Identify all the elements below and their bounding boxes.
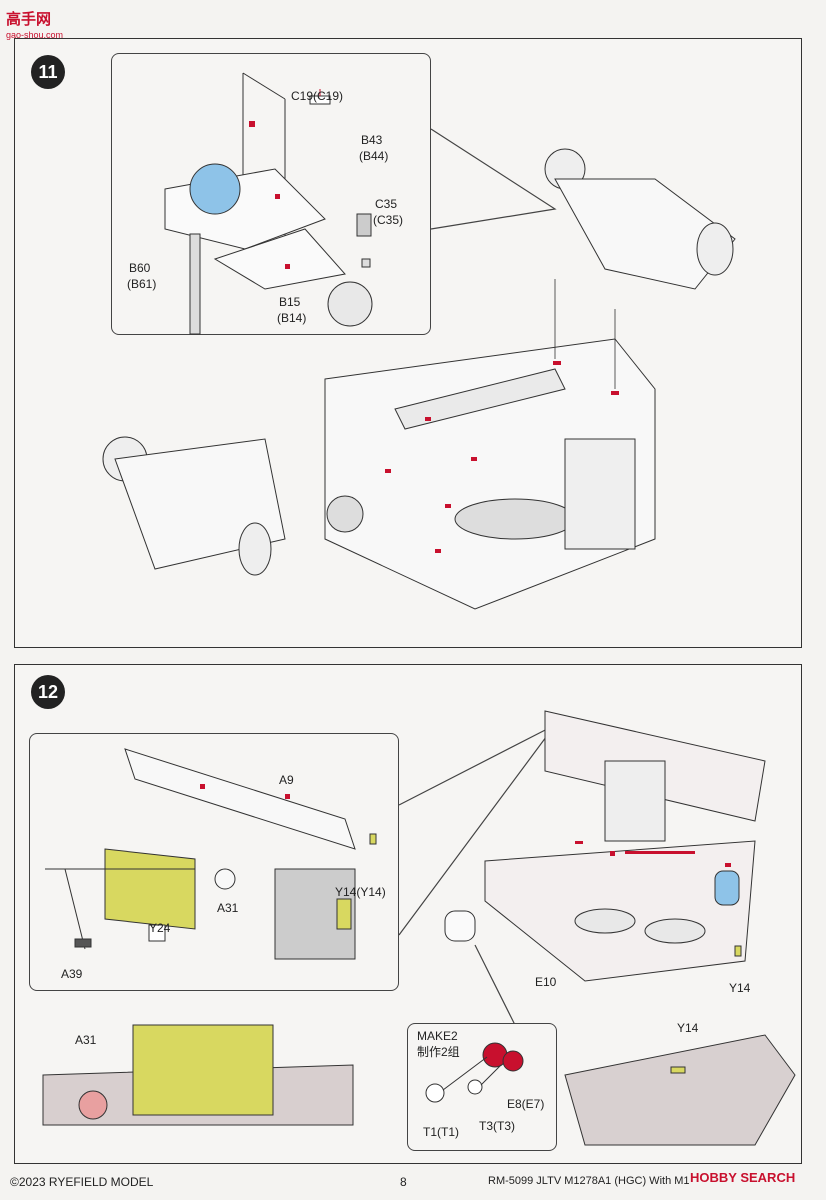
part-label-a31-bumper: A31 [75,1033,97,1047]
part-label-a39: A39 [61,967,83,981]
part-label-c19: C19(C19) [291,89,344,103]
part-label-y14-side: Y14 [729,981,751,995]
copyright-text: ©2023 RYEFIELD MODEL [10,1175,154,1189]
part-label-b14: (B14) [277,311,307,325]
part-label-b43: B43 [361,133,383,147]
part-label-c35-alt: (C35) [373,213,404,227]
make-two-label-cn: 制作2组 [417,1045,460,1059]
fender-drawing [564,1034,796,1146]
rear-body-drawing [444,710,766,982]
callout-pointer [430,128,557,230]
site-url: gao-shou.com [6,30,64,40]
light-assembly-drawing [425,1042,524,1103]
part-label-e8: E8(E7) [507,1097,545,1111]
front-bumper-drawing [42,1024,354,1126]
part-label-b60: B60 [129,261,151,275]
step-11-panel: 11 C19(C19) B43 (B44) C35 (C3 [14,38,802,648]
part-label-y14-pe: Y14(Y14) [335,885,386,899]
step-number: 11 [31,55,65,89]
part-label-t1: T1(T1) [423,1125,459,1139]
page-number: 8 [400,1175,407,1189]
make-two-label: MAKE2 [417,1029,458,1043]
part-label-t3: T3(T3) [479,1119,515,1133]
site-logo: 高手网 [6,11,52,28]
part-label-c35: C35 [375,197,398,211]
grille-guard-drawing [45,748,377,960]
part-label-a9: A9 [279,773,294,787]
hobby-search-watermark: HOBBY SEARCH [690,1170,796,1185]
suspension-detail-drawing [164,72,373,335]
step-12-panel: 12 A9 Y14(Y14) A31 Y24 A39 [14,664,802,1164]
part-label-b61: (B61) [127,277,157,291]
step-number: 12 [31,675,65,709]
part-label-y24: Y24 [149,921,171,935]
part-label-b15: B15 [279,295,301,309]
part-label-a31: A31 [217,901,239,915]
model-title: RM-5099 JLTV M1278A1 (HGC) With M153 CRO… [488,1175,757,1187]
part-label-e10: E10 [535,975,557,989]
part-label-b44: (B44) [359,149,389,163]
part-label-y14-fender: Y14 [677,1021,699,1035]
chassis-assembly-drawing [102,148,736,610]
